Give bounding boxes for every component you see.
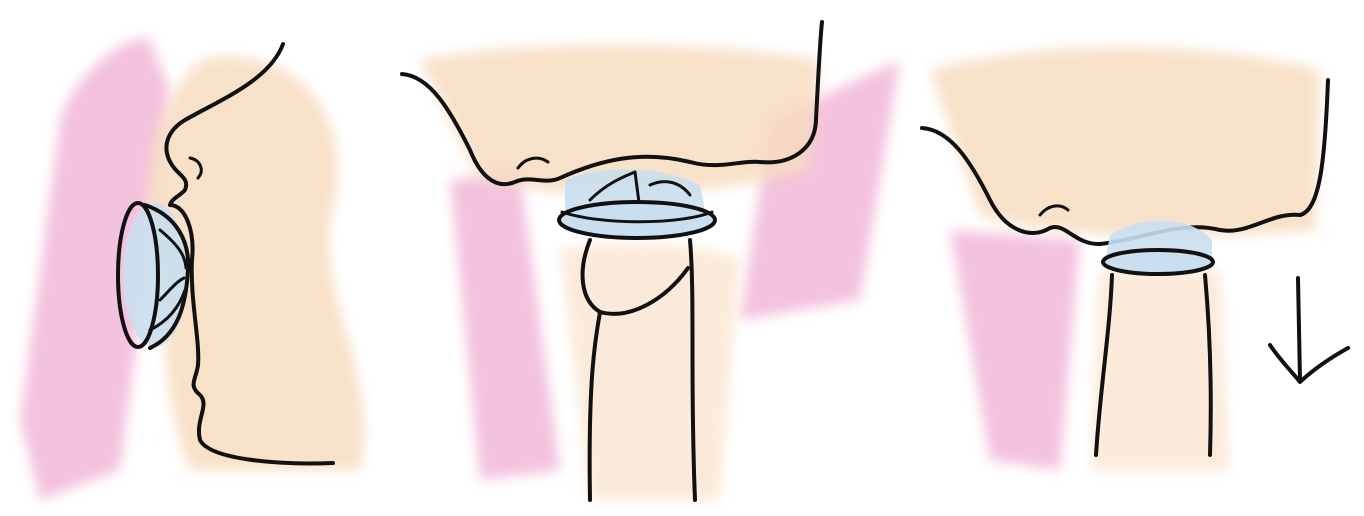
skin-wash-top-right bbox=[930, 48, 1320, 237]
pink-wash-right bbox=[950, 230, 1080, 470]
barrier-side-fill bbox=[123, 203, 187, 347]
panel-1-side-profile bbox=[20, 38, 364, 500]
panel-3-front-rolled bbox=[922, 48, 1348, 471]
panel-2-front-placed bbox=[402, 22, 900, 500]
skin-wash-shaft-center bbox=[560, 243, 740, 500]
arrow-head bbox=[1270, 345, 1348, 382]
arrow-shaft bbox=[1298, 278, 1300, 380]
down-arrow-icon bbox=[1270, 278, 1348, 382]
pink-wash-center bbox=[450, 170, 560, 480]
